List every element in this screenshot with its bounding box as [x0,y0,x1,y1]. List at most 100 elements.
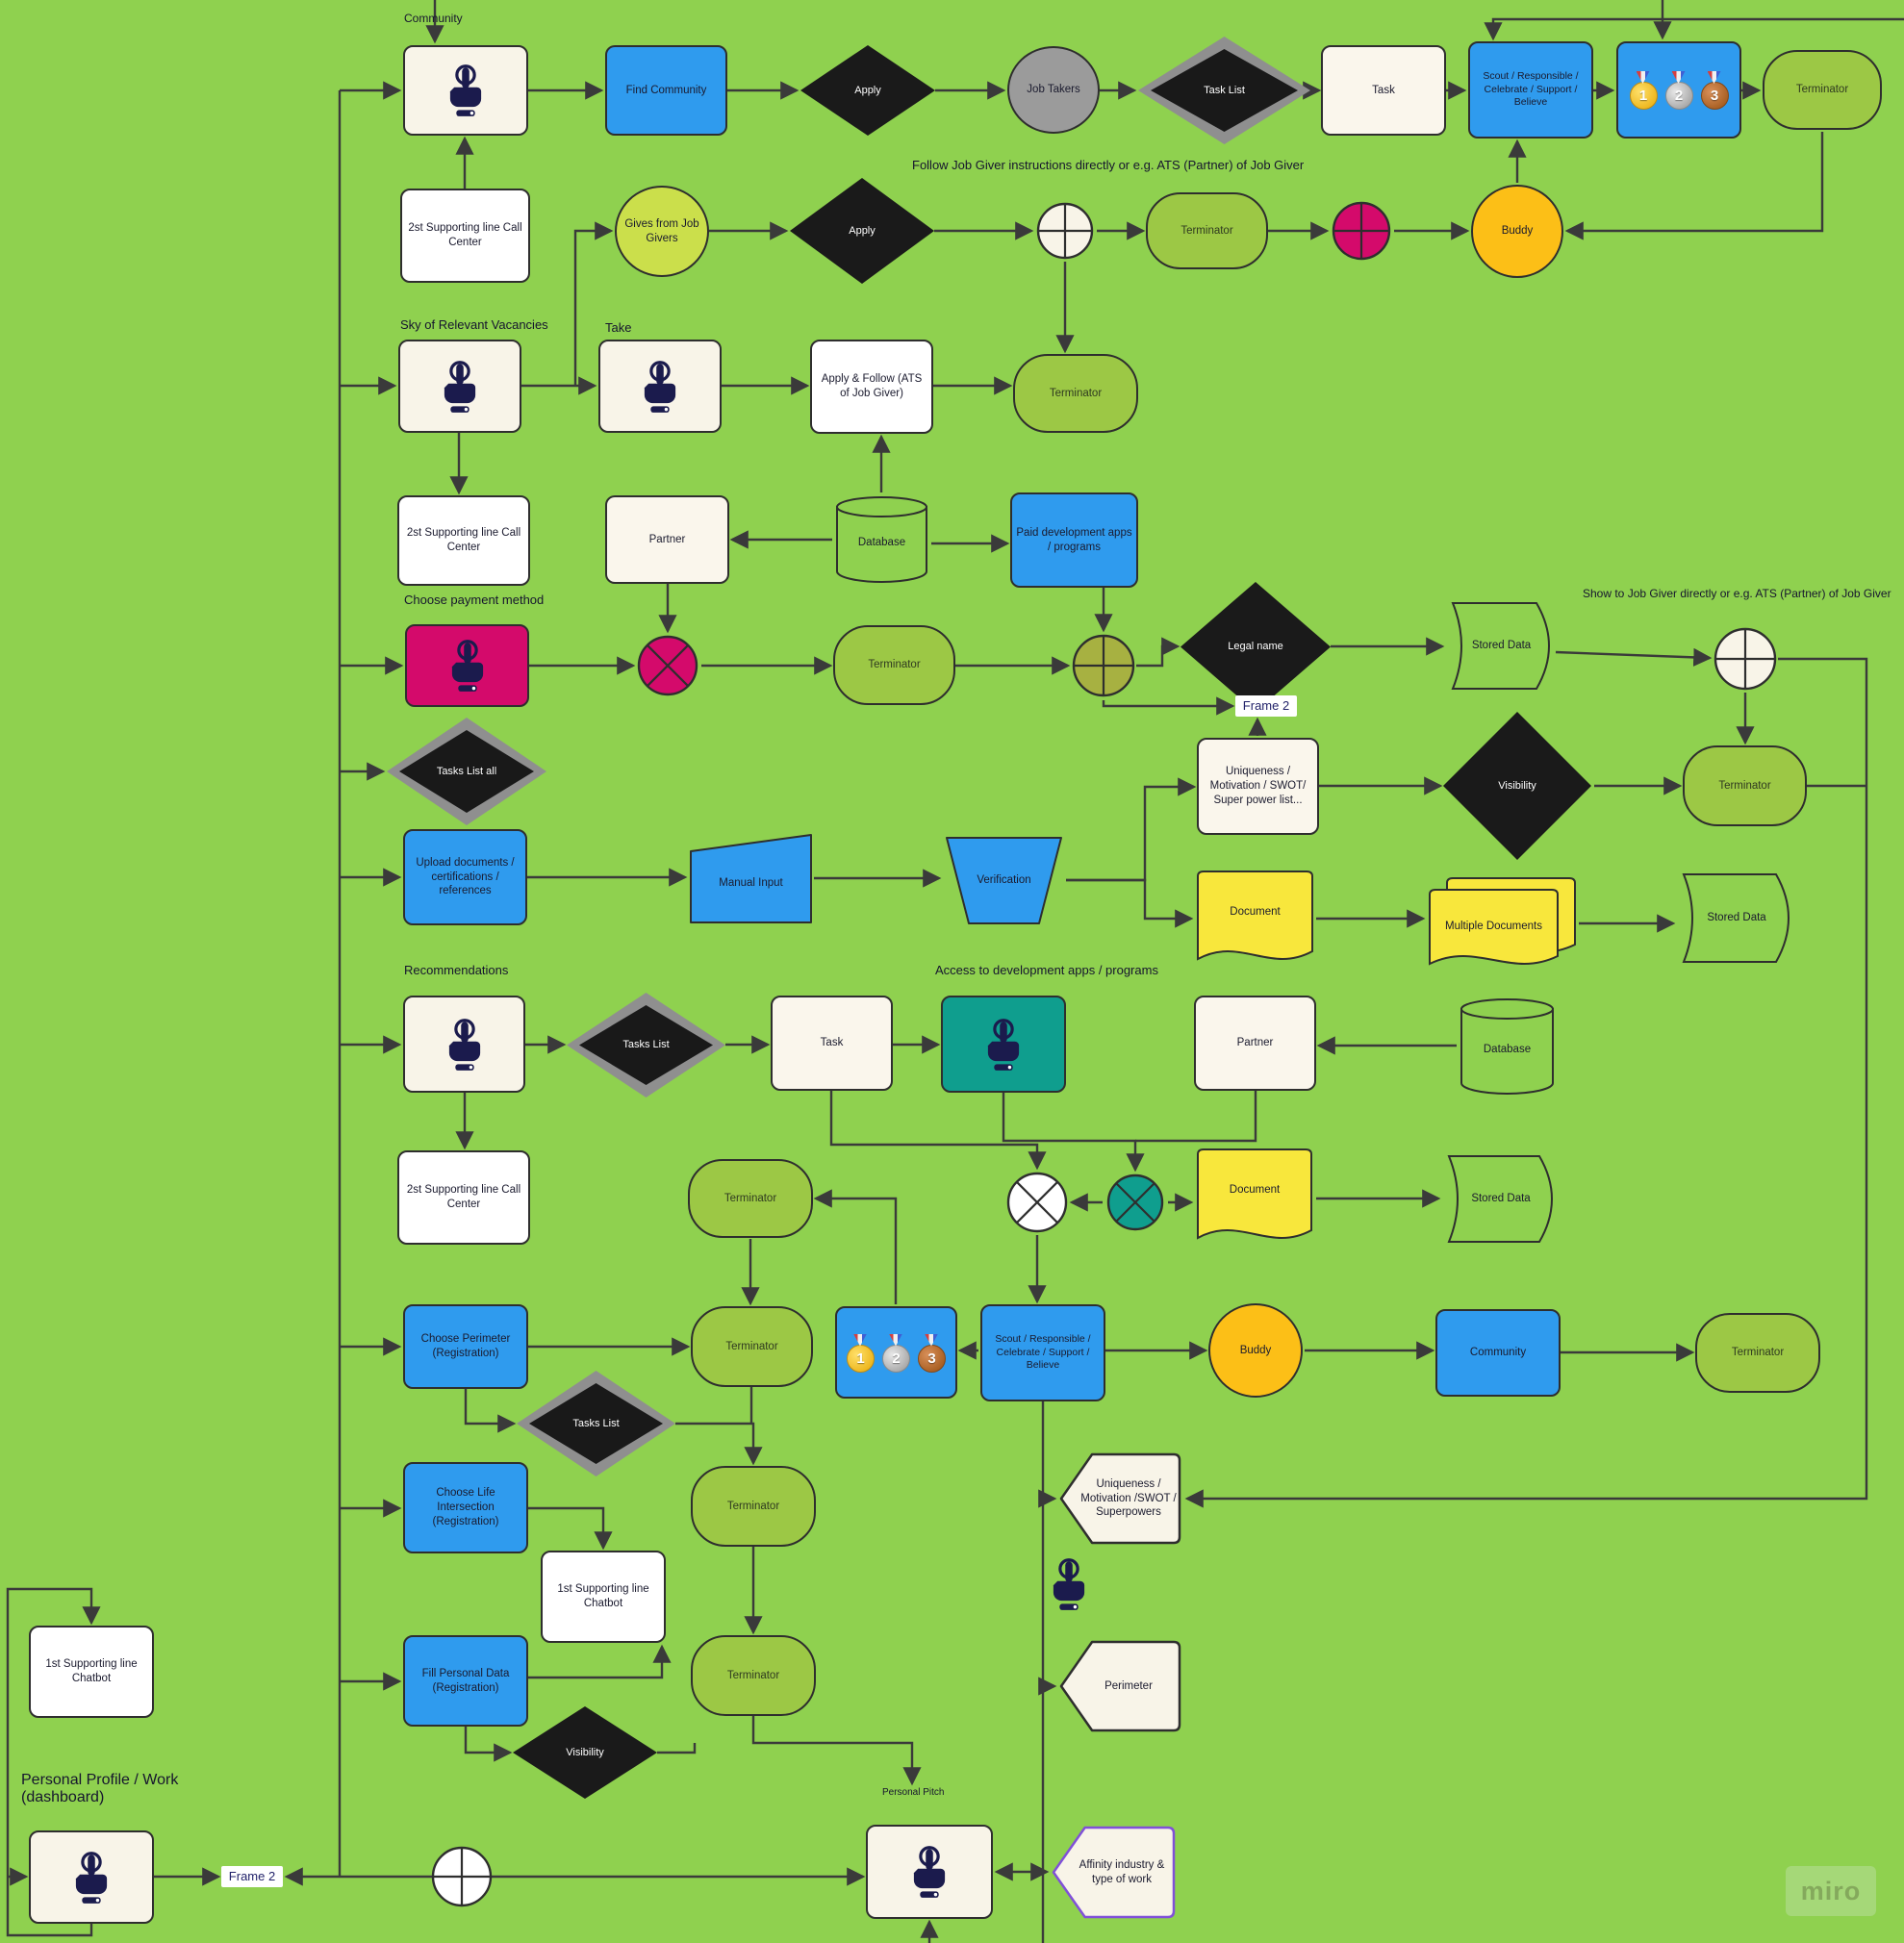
apply-and-follow[interactable]: Apply & Follow (ATS of Job Giver) [810,340,933,434]
profile-click-step[interactable] [29,1830,154,1924]
terminator-9[interactable]: Terminator [688,1159,813,1238]
terminator-10[interactable]: Terminator [691,1306,813,1387]
take-click-step[interactable] [598,340,722,433]
click-gesture-icon [1053,1558,1085,1610]
junction-x-teal-9[interactable] [1105,1173,1165,1232]
scout-values-10[interactable]: Scout / Responsible / Celebrate / Suppor… [980,1304,1105,1401]
click-gesture-icon [444,360,476,413]
buddy-2-label: Buddy [1501,225,1534,238]
scout-values-10-label: Scout / Responsible / Celebrate / Suppor… [995,1333,1091,1372]
choose-perimeter[interactable]: Choose Perimeter (Registration) [403,1304,528,1389]
paid-dev-apps[interactable]: Paid development apps / programs [1010,492,1138,588]
task-8[interactable]: Task [771,996,893,1091]
terminator-5[interactable]: Terminator [833,625,955,705]
frame2-link-b[interactable]: Frame 2 [221,1866,283,1887]
upload-documents[interactable]: Upload documents / certifications / refe… [403,829,527,925]
terminator-1-label: Terminator [1795,84,1849,96]
stored-data-9[interactable]: Stored Data [1441,1153,1561,1245]
task-1[interactable]: Task [1321,45,1446,136]
manual-input[interactable]: Manual Input [688,832,814,925]
buddy-10-label: Buddy [1239,1344,1272,1356]
terminator-12[interactable]: Terminator [691,1635,816,1716]
choose-life-intersection-label: Choose Life Intersection (Registration) [432,1487,499,1527]
text-label-9[interactable]: Personal Profile / Work (dashboard) [21,1772,179,1805]
pitch-click-step[interactable] [866,1825,993,1919]
dev-apps-click-step[interactable] [941,996,1066,1093]
terminator-3[interactable]: Terminator [1013,354,1138,433]
support-line-2-a[interactable]: 2st Supporting line Call Center [400,189,530,283]
support-line-4-label: 2st Supporting line Call Center [406,527,521,553]
text-label-6[interactable]: Recommendations [404,963,509,977]
uniqueness-swot-list[interactable]: Uniqueness / Motivation / SWOT/ Super po… [1197,738,1319,835]
verification[interactable]: Verification [942,835,1066,926]
partner-4[interactable]: Partner [605,495,729,584]
sky-vacancies-click-step[interactable] [398,340,521,433]
junction-plus-olive[interactable] [1071,633,1136,698]
community-10[interactable]: Community [1435,1309,1561,1397]
terminator-2[interactable]: Terminator [1146,192,1268,269]
text-label-3[interactable]: Take [605,320,632,335]
payment-click-step[interactable] [405,624,529,707]
community-10-label: Community [1469,1347,1527,1359]
terminator-6-label: Terminator [1718,779,1771,792]
database-4[interactable]: Database [834,495,929,583]
support-line-4[interactable]: 2st Supporting line Call Center [397,495,530,586]
junction-plus-pink[interactable] [1331,200,1392,262]
uniqueness-superpowers[interactable]: Uniqueness / Motivation /SWOT / Superpow… [1058,1451,1183,1547]
terminator-10b-label: Terminator [1731,1347,1785,1359]
frame2-link-a[interactable]: Frame 2 [1235,695,1297,717]
recommendations-click-step[interactable] [403,996,525,1093]
click-gesture-icon [449,64,482,116]
choose-life-intersection[interactable]: Choose Life Intersection (Registration) [403,1462,528,1553]
text-label-0[interactable]: Community [404,12,463,25]
chatbot-left[interactable]: 1st Supporting line Chatbot [29,1626,154,1718]
terminator-10b[interactable]: Terminator [1695,1313,1820,1393]
gold-medal-icon: 1 [847,1344,875,1373]
miro-logo-watermark[interactable]: miro [1786,1866,1876,1916]
terminator-11-label: Terminator [726,1500,780,1512]
standalone-click-icon[interactable] [1047,1556,1085,1610]
text-label-8[interactable]: Personal Pitch [882,1787,945,1798]
perimeter-shape[interactable]: Perimeter [1058,1638,1183,1734]
junction-plus-white-b[interactable] [430,1845,494,1908]
buddy-2[interactable]: Buddy [1471,185,1563,278]
junction-plus-white-2[interactable] [1035,201,1095,261]
fill-personal-data[interactable]: Fill Personal Data (Registration) [403,1635,528,1727]
text-label-4[interactable]: Choose payment method [404,593,545,607]
click-gesture-icon [75,1851,108,1904]
partner-8[interactable]: Partner [1194,996,1316,1091]
stored-data-5[interactable]: Stored Data [1445,600,1558,692]
text-label-7[interactable]: Access to development apps / programs [935,963,1158,977]
stored-data-7[interactable]: Stored Data [1676,871,1797,965]
find-community[interactable]: Find Community [605,45,727,136]
terminator-1[interactable]: Terminator [1763,50,1882,130]
terminator-11[interactable]: Terminator [691,1466,816,1547]
junction-x-white-9[interactable] [1005,1171,1069,1234]
bronze-medal-icon: 3 [1700,82,1729,110]
buddy-10[interactable]: Buddy [1208,1303,1303,1398]
junction-x-pink[interactable] [636,634,699,697]
community-click-step[interactable] [403,45,528,136]
text-label-2[interactable]: Sky of Relevant Vacancies [400,317,548,332]
job-takers[interactable]: Job Takers [1007,46,1100,134]
scout-values-1-label: Scout / Responsible / Celebrate / Suppor… [1483,70,1579,109]
support-line-9[interactable]: 2st Supporting line Call Center [397,1150,530,1245]
document-9[interactable]: Document [1194,1147,1315,1248]
click-gesture-icon [913,1846,946,1898]
document-7[interactable]: Document [1194,869,1316,969]
uniqueness-swot-list-label: Uniqueness / Motivation / SWOT/ Super po… [1209,766,1307,806]
chatbot-right[interactable]: 1st Supporting line Chatbot [541,1551,666,1643]
text-label-5[interactable]: Show to Job Giver directly or e.g. ATS (… [1583,587,1891,600]
gives-from-job-givers[interactable]: Gives from Job Givers [615,186,709,277]
scout-values-1[interactable]: Scout / Responsible / Celebrate / Suppor… [1468,41,1593,139]
database-8[interactable]: Database [1459,997,1556,1095]
affinity-industry[interactable]: Affinity industry & type of work [1051,1824,1178,1921]
text-label-1[interactable]: Follow Job Giver instructions directly o… [912,158,1305,172]
terminator-6[interactable]: Terminator [1683,745,1807,826]
multiple-documents[interactable]: Multiple Documents [1426,875,1579,975]
terminator-9-label: Terminator [724,1192,777,1204]
fill-personal-data-label: Fill Personal Data (Registration) [421,1667,510,1694]
junction-plus-white-5[interactable] [1713,626,1778,692]
